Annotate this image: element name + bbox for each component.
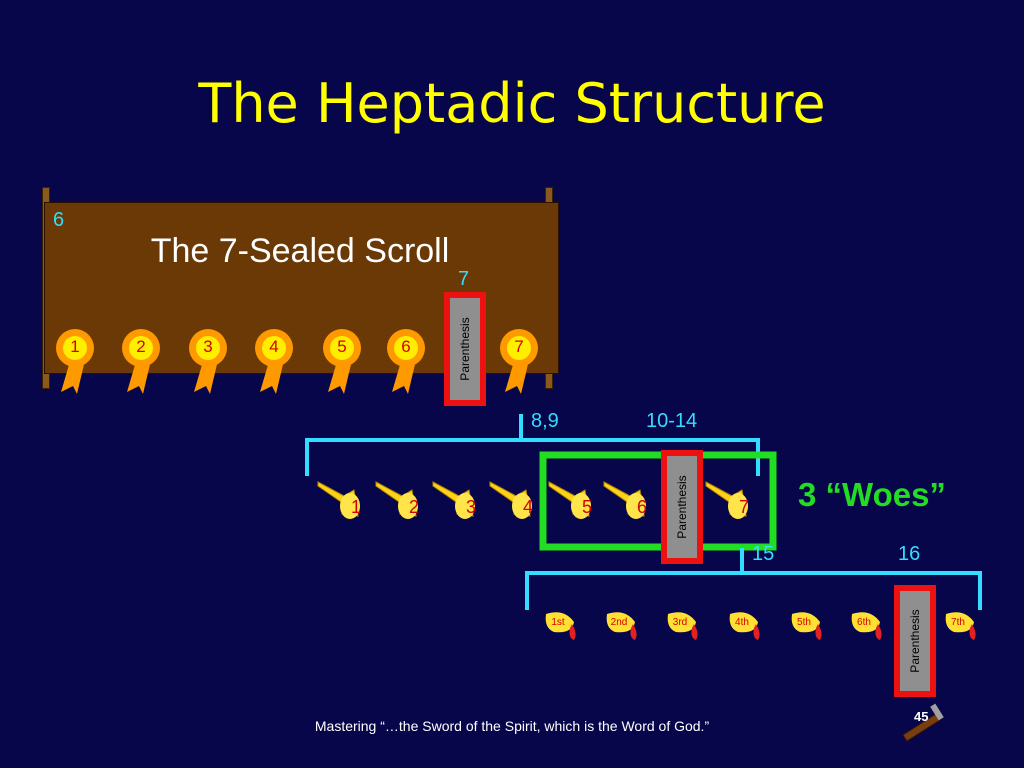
bowl-label-1: 1st [551, 617, 565, 628]
trumpet-1-icon [317, 481, 360, 519]
seal-7-icon [500, 329, 538, 394]
bowl-4-icon [729, 612, 760, 640]
trumpet-2-icon [375, 481, 418, 519]
scroll-chapter-start: 6 [53, 209, 65, 231]
footer-text: Mastering “…the Sword of the Spirit, whi… [314, 718, 710, 734]
bowl-7-icon [945, 612, 976, 640]
scroll-chapter-seventh: 7 [458, 268, 470, 290]
bowl-chapters-b: 16 [898, 543, 921, 565]
seal-label-4: 4 [269, 337, 279, 356]
seal-label-5: 5 [337, 337, 347, 356]
trumpet-5-icon [548, 481, 591, 519]
bowl-label-2: 2nd [610, 617, 628, 628]
seal-label-3: 3 [203, 337, 213, 356]
trumpet-4-icon [489, 481, 532, 519]
bowl-1-icon [545, 612, 576, 640]
trumpet-label-1: 1 [350, 497, 361, 517]
sword-icon [902, 703, 944, 742]
bowl-label-6: 6th [857, 617, 871, 628]
trumpet-chapters-a: 8,9 [531, 410, 559, 432]
woes-label: 3 “Woes” [798, 476, 946, 513]
bowl-chapters-a: 15 [752, 543, 775, 565]
bowl-label-5: 5th [797, 617, 811, 628]
trumpet-label-7: 7 [738, 497, 749, 517]
trumpet-chapters-b: 10-14 [646, 410, 698, 432]
bowl-label-7: 7th [951, 617, 965, 628]
seal-label-7: 7 [514, 337, 524, 356]
seal-3-icon [189, 329, 227, 394]
scroll-parenthesis-box: Parenthesis [444, 292, 486, 406]
trumpet-label-6: 6 [636, 497, 647, 517]
trumpet-label-3: 3 [465, 497, 476, 517]
seal-5-icon [323, 329, 361, 394]
slide-title: The Heptadic Structure [198, 72, 826, 135]
seal-1-icon [56, 329, 94, 394]
trumpet-6-icon [603, 481, 646, 519]
bowl-3-icon [667, 612, 698, 640]
seal-4-icon [255, 329, 293, 394]
seal-label-1: 1 [70, 337, 80, 356]
trumpet-parenthesis-box: Parenthesis [661, 450, 703, 564]
bowl-label-4: 4th [735, 617, 749, 628]
scroll-title: The 7-Sealed Scroll [150, 232, 450, 270]
seal-6-icon [387, 329, 425, 394]
bowl-5-icon [791, 612, 822, 640]
woes-box [539, 451, 777, 551]
trumpet-7-icon [705, 481, 748, 519]
seal-2-icon [122, 329, 160, 394]
bowl-parenthesis-box: Parenthesis [894, 585, 936, 697]
bowl-bracket [525, 571, 982, 610]
bowl-6-icon [851, 612, 882, 640]
trumpet-3-icon [432, 481, 475, 519]
trumpet-label-2: 2 [408, 497, 419, 517]
seal-label-6: 6 [401, 337, 411, 356]
trumpet-label-5: 5 [581, 497, 592, 517]
trumpet-label-4: 4 [522, 497, 533, 517]
page-number: 45 [914, 709, 929, 724]
bowl-2-icon [606, 612, 637, 640]
seal-label-2: 2 [136, 337, 146, 356]
bowl-parenthesis-label: Parenthesis [908, 609, 922, 673]
bowl-label-3: 3rd [672, 617, 688, 628]
